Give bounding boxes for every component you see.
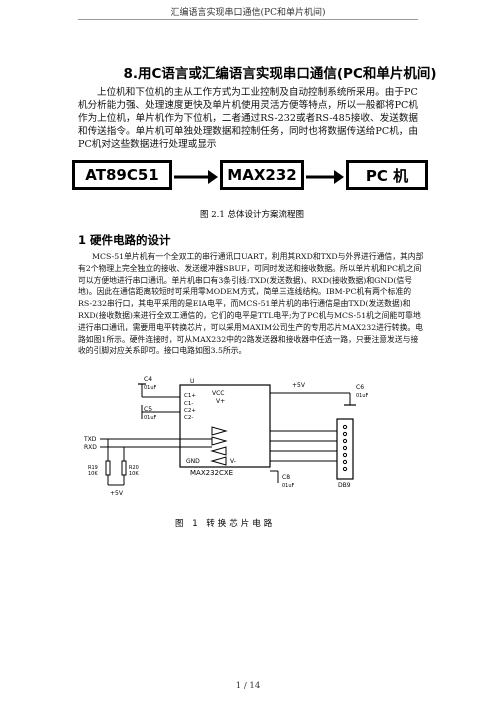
c4-label: C4 (144, 376, 152, 383)
flow-box-mcu: AT89C51 (72, 160, 172, 190)
pin-vplus: V+ (216, 398, 225, 405)
pin-c1n: C1- (184, 401, 193, 407)
flow-box-max232: MAX232 (220, 160, 304, 190)
r20-value: 10K (129, 471, 139, 477)
pin-c2p: C2+ (184, 408, 196, 414)
pullup-supply-label: +5V (110, 490, 124, 497)
intro-paragraph: 上位机和下位机的主从工作方式为工业控制及自动控制系统所采用。由于PC机分析能力强… (78, 87, 419, 150)
c6-label: C6 (356, 384, 364, 391)
receiver-2 (210, 456, 227, 466)
circuit-schematic: U MAX232CXE VCC V+ C1+ C1- C2+ C2- GND V… (83, 376, 369, 497)
r19 (105, 460, 111, 476)
c8-label: C8 (282, 474, 290, 481)
receiver-1 (210, 446, 227, 456)
rxd-label: RXD (84, 444, 97, 451)
r20-label: R20 (129, 465, 139, 471)
pin-c1p: C1+ (184, 393, 196, 399)
db9-connector (336, 418, 354, 480)
header-rule (78, 19, 418, 20)
page-number: 1 / 14 (235, 681, 261, 691)
section-body: MCS-51单片机有一个全双工的串行通讯口UART，利用其RXD和TXD与外界进… (78, 252, 424, 356)
article-title: 8.用C语言或汇编语言实现串口通信(PC和单片机间) (123, 66, 437, 82)
pin-vcc: VCC (212, 390, 224, 397)
vcc-supply-label: +5V (292, 382, 306, 389)
flow-arrow-2 (306, 170, 344, 184)
flow-box-pc: PC 机 (346, 160, 428, 190)
driver-1 (211, 426, 228, 436)
chip-label: MAX232CXE (190, 469, 233, 477)
driver-2 (211, 436, 228, 446)
chip-u-label: U (190, 378, 194, 385)
pin-c2n: C2- (184, 415, 193, 421)
flow-arrow-1 (174, 170, 218, 184)
db9-label: DB9 (338, 482, 351, 489)
max232-chip (179, 384, 271, 468)
r20 (121, 460, 127, 476)
c6-value: 01uF (356, 393, 369, 399)
c5-value: 01uF (144, 415, 157, 421)
r19-value: 10K (88, 471, 98, 477)
c5-label: C5 (144, 406, 152, 413)
r19-label: R19 (88, 465, 98, 471)
figure1-caption: 图 2.1 总体设计方案流程图 (200, 210, 304, 220)
pin-vminus: V- (230, 458, 236, 465)
txd-label: TXD (83, 436, 97, 443)
c8-value: 01uF (282, 483, 295, 489)
section-heading: 1 硬件电路的设计 (78, 233, 171, 247)
figure2-caption: 图 1 转换芯片电路 (175, 519, 276, 529)
flow-diagram: AT89C51 MAX232 PC 机 (72, 153, 432, 208)
pin-gnd: GND (186, 458, 200, 465)
running-header: 汇编语言实现串口通信(PC和单片机间) (170, 8, 326, 18)
c4-value: 01uF (144, 385, 157, 391)
